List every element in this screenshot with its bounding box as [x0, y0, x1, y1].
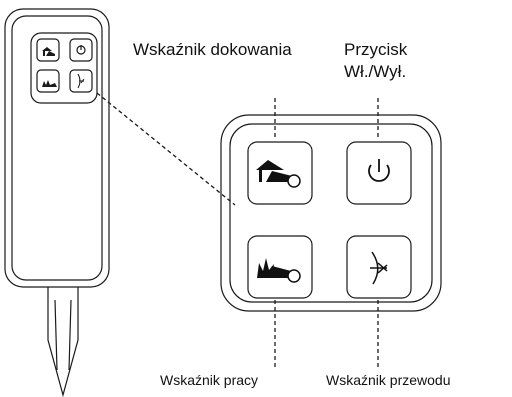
- grass-mower-icon: [257, 258, 301, 283]
- power-button-label-line1: Przycisk: [344, 40, 408, 59]
- docking-house-mower-icon: [256, 160, 301, 188]
- key-panel-zoom: [220, 114, 442, 312]
- wire-scissors-icon: [370, 251, 388, 285]
- power-icon: [368, 159, 390, 182]
- wire-indicator-label: Wskaźnik przewodu: [326, 372, 451, 388]
- zoom-leaders: [96, 92, 379, 370]
- work-indicator: [247, 235, 313, 299]
- power-button-label-line2: Wł./Wył.: [344, 62, 407, 81]
- power-button[interactable]: [346, 141, 412, 205]
- docking-indicator: [247, 141, 313, 205]
- work-indicator-label: Wskaźnik pracy: [160, 372, 259, 388]
- small-panel-icons: [42, 45, 86, 89]
- station-device: [4, 8, 110, 397]
- docking-indicator-label: Wskaźnik dokowania: [133, 40, 292, 59]
- wire-indicator: [346, 235, 412, 299]
